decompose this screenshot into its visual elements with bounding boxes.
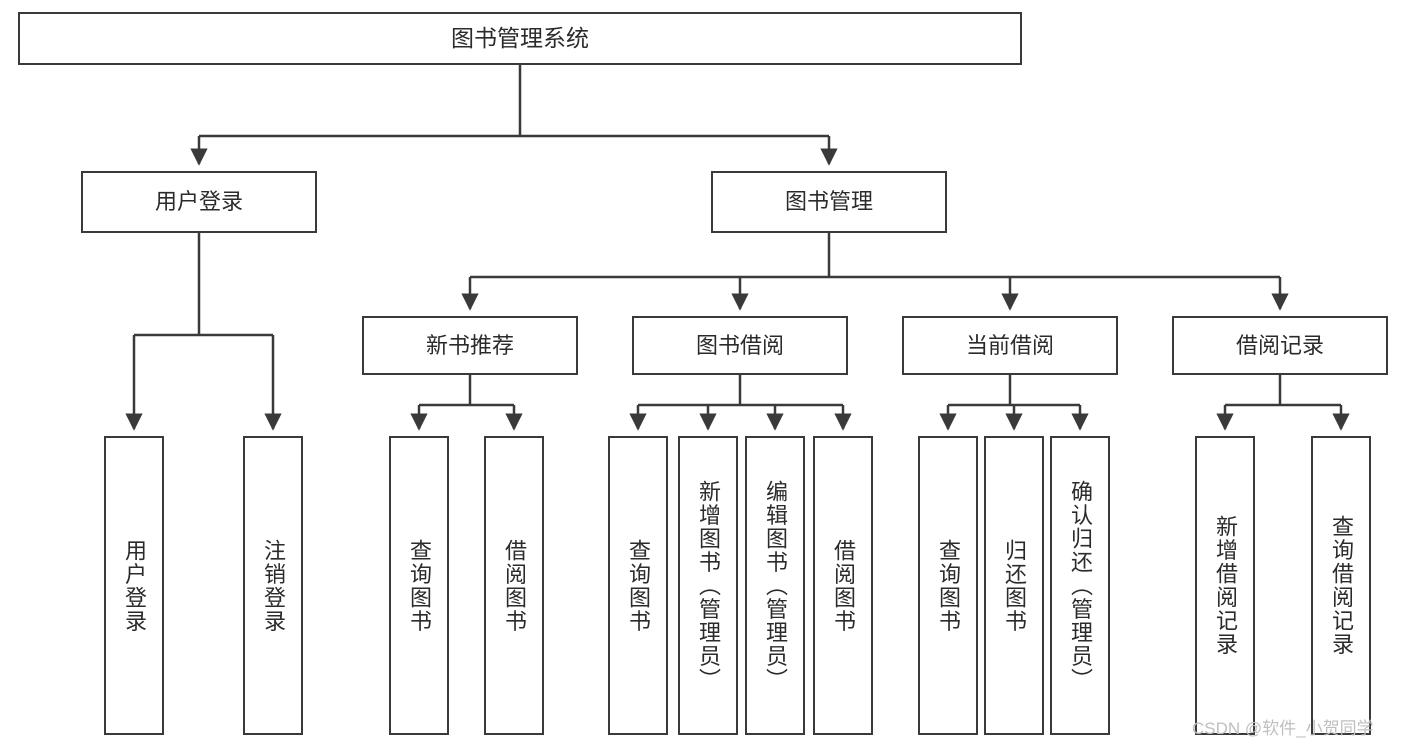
node-book-manage[interactable]: 图书管理 [711, 171, 947, 233]
node-leaf-query-book-current[interactable]: 查询图书 [918, 436, 978, 735]
node-leaf-borrow-book-rec-label: 借阅图书 [502, 538, 527, 633]
node-new-book-recommend-label: 新书推荐 [425, 332, 514, 358]
node-borrow-record-label: 借阅记录 [1235, 332, 1324, 358]
node-leaf-logout[interactable]: 注销登录 [243, 436, 303, 735]
node-leaf-query-book-rec[interactable]: 查询图书 [389, 436, 449, 735]
node-new-book-recommend[interactable]: 新书推荐 [362, 316, 578, 375]
node-leaf-query-book-current-label: 查询图书 [936, 538, 961, 633]
node-leaf-user-login[interactable]: 用户登录 [104, 436, 164, 735]
node-leaf-return-book-label: 归还图书 [1002, 538, 1027, 633]
node-leaf-add-book[interactable]: 新增图书（管理员） [678, 436, 738, 735]
csdn-watermark: CSDN @软件_小贺同学 [1192, 719, 1374, 738]
node-current-borrow-label: 当前借阅 [965, 332, 1054, 358]
node-leaf-query-book-borrow-label: 查询图书 [626, 538, 651, 633]
node-leaf-return-book[interactable]: 归还图书 [984, 436, 1044, 735]
node-leaf-add-book-label: 新增图书（管理员） [696, 479, 721, 692]
node-user-login[interactable]: 用户登录 [81, 171, 317, 233]
node-leaf-borrow-book-label: 借阅图书 [831, 538, 856, 633]
node-leaf-confirm-return-label: 确认归还（管理员） [1068, 479, 1093, 692]
node-leaf-query-book-rec-label: 查询图书 [407, 538, 432, 633]
node-leaf-logout-label: 注销登录 [261, 538, 286, 633]
node-leaf-user-login-label: 用户登录 [122, 538, 147, 633]
node-borrow-record[interactable]: 借阅记录 [1172, 316, 1388, 375]
node-leaf-query-book-borrow[interactable]: 查询图书 [608, 436, 668, 735]
node-book-borrow[interactable]: 图书借阅 [632, 316, 848, 375]
node-book-manage-label: 图书管理 [784, 189, 873, 215]
node-leaf-edit-book-label: 编辑图书（管理员） [763, 479, 788, 692]
node-current-borrow[interactable]: 当前借阅 [902, 316, 1118, 375]
node-root-label: 图书管理系统 [451, 24, 589, 51]
node-user-login-label: 用户登录 [154, 189, 243, 215]
node-leaf-confirm-return[interactable]: 确认归还（管理员） [1050, 436, 1110, 735]
node-leaf-add-record-label: 新增借阅记录 [1213, 515, 1238, 656]
node-leaf-query-record-label: 查询借阅记录 [1329, 515, 1354, 656]
node-book-borrow-label: 图书借阅 [695, 332, 784, 358]
node-leaf-borrow-book-rec[interactable]: 借阅图书 [484, 436, 544, 735]
node-leaf-add-record[interactable]: 新增借阅记录 [1195, 436, 1255, 735]
node-leaf-borrow-book[interactable]: 借阅图书 [813, 436, 873, 735]
node-leaf-query-record[interactable]: 查询借阅记录 [1311, 436, 1371, 735]
node-leaf-edit-book[interactable]: 编辑图书（管理员） [745, 436, 805, 735]
node-root[interactable]: 图书管理系统 [18, 12, 1022, 65]
